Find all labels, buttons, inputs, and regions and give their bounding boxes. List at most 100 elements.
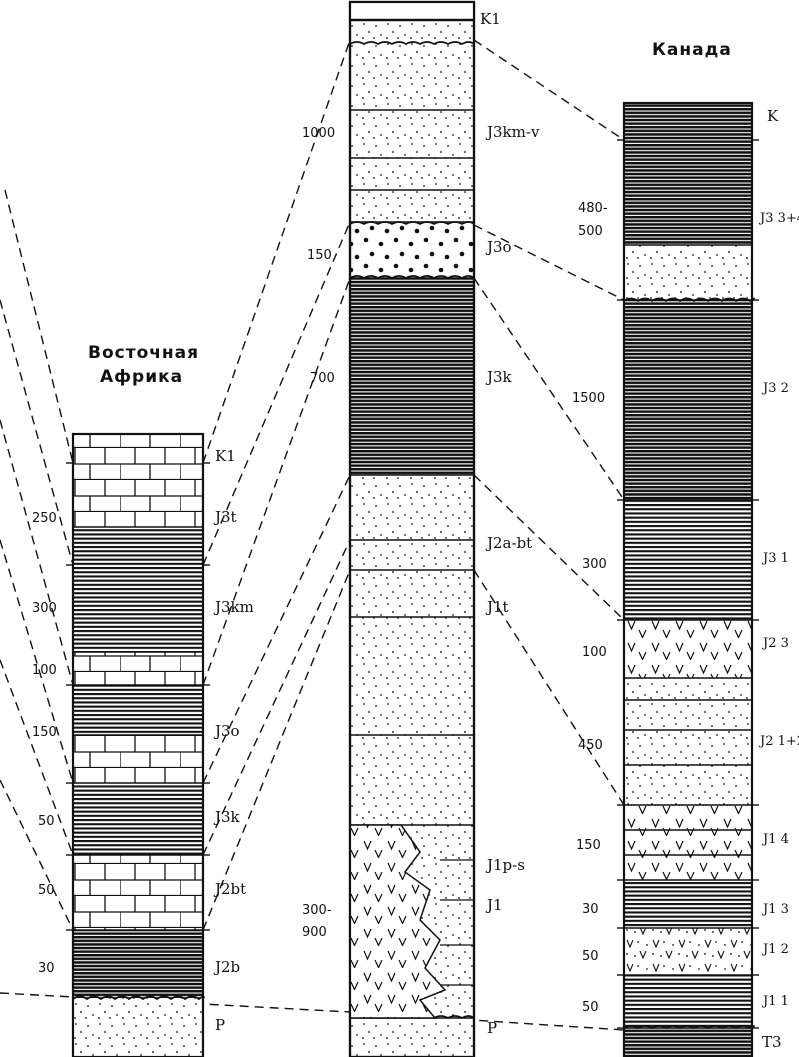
canada-thickness-450: 450	[578, 738, 603, 753]
middle-thickness-1000: 1000	[302, 126, 335, 141]
middle-unconformity-1	[349, 41, 475, 46]
canada-thickness-30: 30	[582, 902, 599, 917]
canada-layer-0	[624, 103, 752, 245]
middle-thickness-900: 900	[302, 925, 327, 940]
canada-layer-7	[624, 880, 752, 928]
africa-stage-p: P	[215, 1016, 225, 1034]
africa-thickness-250: 250	[32, 511, 57, 526]
middle-stage-j3o: J3o	[485, 238, 512, 256]
corr-canada-j1t	[473, 569, 625, 806]
canada-layer-1	[624, 245, 752, 300]
middle-layer-7	[350, 475, 474, 540]
canada-layer-2	[624, 300, 752, 500]
canada-stage-k: K	[767, 107, 779, 125]
africa-layer-3	[73, 685, 203, 735]
africa-thickness-150: 150	[32, 725, 57, 740]
corr-canada-j3k	[473, 277, 625, 501]
corr-canada-k	[473, 39, 625, 141]
middle-layer-5	[350, 222, 474, 278]
corr-africa-j3km	[202, 277, 351, 686]
title-east-africa-line1: Восточная	[88, 343, 199, 363]
canada-stage-j1-3: J1 3	[761, 902, 789, 917]
middle-volcanic-wedge	[349, 824, 447, 1019]
africa-unconformity	[72, 995, 205, 1001]
middle-layer-1	[350, 20, 474, 110]
canada-thickness-150: 150	[576, 838, 601, 853]
canada-thickness-1500: 1500	[572, 391, 605, 406]
africa-layer-0	[73, 434, 203, 527]
canada-unconformity-1	[623, 297, 755, 303]
canada-thickness-500: 500	[578, 224, 603, 239]
column-middle	[348, 0, 476, 1057]
canada-stage-j3-3-4: J3 3+4	[758, 211, 799, 226]
column-canada	[617, 101, 759, 1057]
canada-thickness-50a: 50	[582, 949, 599, 964]
corr-left-3	[0, 419, 74, 686]
middle-layer-2	[350, 110, 474, 158]
column-east-africa	[66, 432, 210, 1057]
corr-africa-j3o	[202, 474, 351, 784]
africa-thickness-30: 30	[38, 961, 55, 976]
middle-thickness-300: 300-	[302, 903, 332, 918]
canada-stage-j2-3: J2 3	[761, 636, 789, 651]
africa-layer-6	[73, 855, 203, 930]
canada-thickness-480: 480-	[578, 201, 608, 216]
middle-stage-j1p-s: J1p-s	[485, 856, 525, 874]
africa-layer-7	[73, 930, 203, 998]
corr-africa-j3t	[202, 221, 351, 566]
middle-layer-11	[350, 1018, 474, 1057]
africa-outline	[71, 432, 205, 1057]
middle-top-layer	[349, 1, 475, 21]
middle-thickness-150: 150	[307, 248, 332, 263]
canada-unconformity-2	[623, 1025, 755, 1030]
canada-layer-4	[624, 620, 752, 678]
middle-layer-9	[350, 570, 474, 825]
canada-stage-j3-1: J3 1	[761, 551, 789, 566]
canada-thickness-50b: 50	[582, 1000, 599, 1015]
africa-stage-j3km: J3km	[213, 598, 254, 616]
middle-thickness-700: 700	[310, 371, 335, 386]
africa-thickness-100: 100	[32, 663, 57, 678]
middle-stage-k1: K1	[480, 10, 501, 28]
africa-thickness-50b: 50	[38, 883, 55, 898]
middle-stage-j2a-bt: J2a-bt	[485, 534, 532, 552]
corr-left-1	[4, 189, 74, 464]
middle-unconformity-2	[349, 221, 475, 226]
middle-stage-p: P	[487, 1019, 497, 1037]
middle-frame	[348, 0, 476, 1057]
africa-stage-k1: K1	[215, 447, 236, 465]
corr-left-6	[0, 779, 74, 931]
africa-layer-5	[73, 783, 203, 855]
canada-thickness-100: 100	[582, 645, 607, 660]
middle-layer-4	[350, 190, 474, 222]
title-canada: Канада	[652, 40, 732, 60]
africa-layer-2	[73, 652, 203, 685]
corr-left-4	[0, 539, 74, 784]
africa-thickness-50a: 50	[38, 814, 55, 829]
corr-canada-j2	[473, 474, 625, 621]
middle-stage-j1: J1	[485, 896, 503, 914]
corr-africa-j3k	[202, 539, 351, 856]
africa-stage-j3k: J3k	[213, 808, 241, 826]
corr-africa-j2bt	[202, 569, 351, 931]
canada-stage-j1-1: J1 1	[761, 994, 789, 1009]
africa-layer-4	[73, 735, 203, 783]
middle-layer-8	[350, 540, 474, 570]
canada-stage-t3: T3	[762, 1033, 782, 1051]
middle-layer-3	[350, 158, 474, 190]
middle-unconformity-3	[349, 275, 475, 280]
africa-stage-j3t: J3t	[213, 508, 237, 526]
canada-layer-3	[624, 500, 752, 620]
middle-stage-j3km-v: J3km-v	[485, 123, 540, 141]
canada-layer-5	[624, 678, 752, 805]
canada-stage-j3-2: J3 2	[761, 381, 789, 396]
middle-stage-j1t: J1t	[485, 598, 509, 616]
canada-layer-6	[624, 805, 752, 880]
africa-thickness-300: 300	[32, 601, 57, 616]
canada-layer-10	[624, 1028, 752, 1057]
africa-stage-j2bt: J2bt	[213, 880, 246, 898]
canada-outline	[622, 101, 754, 1057]
title-east-africa-line2: Африка	[100, 367, 183, 387]
canada-layer-8	[624, 928, 752, 975]
